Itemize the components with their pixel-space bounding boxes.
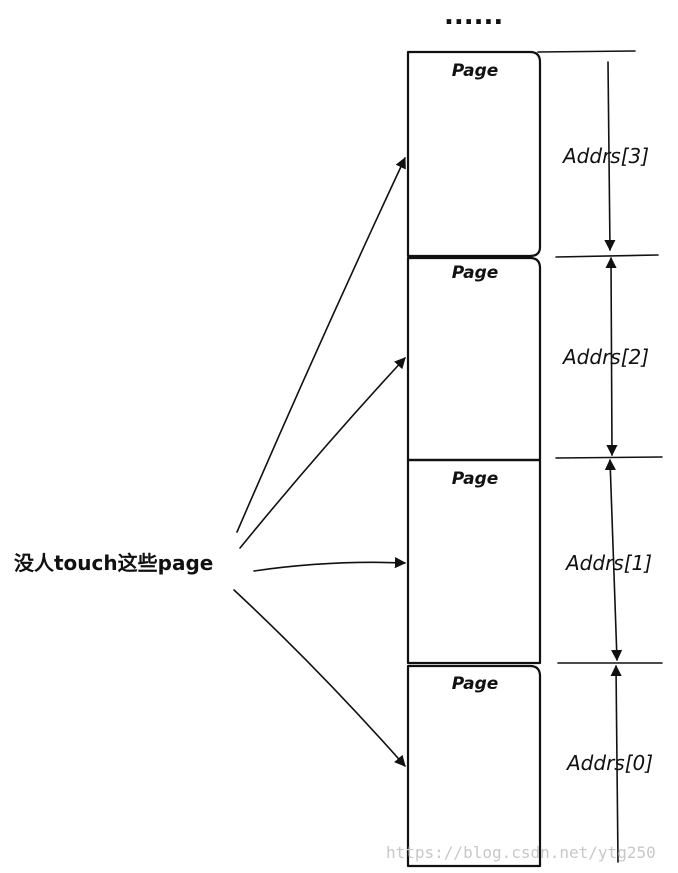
range-label-2: Addrs[2] [561,345,649,369]
pointer-arrow-to-page-0 [233,589,406,767]
range-arrow-3 [604,61,616,252]
page-label: Page [452,469,499,489]
range-arrow-1 [604,458,623,662]
untouched-pages-label: 没人touch这些page [14,551,213,575]
range-arrow-0 [610,664,622,863]
top-ellipsis: ...... [444,1,503,31]
range-label-3: Addrs[3] [561,144,649,168]
boundary-lines [537,50,663,664]
range-arrows [604,61,623,863]
page-label: Page [452,263,499,283]
pointer-arrows [233,156,407,767]
page-box-2: Page [406,256,542,462]
pointer-arrow-to-page-1 [253,557,407,572]
page-label: Page [452,674,499,694]
page-label: Page [452,61,499,81]
range-arrow-2 [605,256,618,457]
page-stack: Page Page Page Page [406,50,542,868]
range-label-0: Addrs[0] [565,751,653,775]
pointer-arrow-to-page-3 [236,156,406,533]
page-box-3: Page [406,50,542,258]
pointer-arrow-to-page-2 [239,357,406,549]
range-label-1: Addrs[1] [564,551,652,575]
page-box-1: Page [406,458,542,665]
watermark: https://blog.csdn.net/ytg250 [386,843,656,862]
page-box-0: Page [406,664,542,868]
